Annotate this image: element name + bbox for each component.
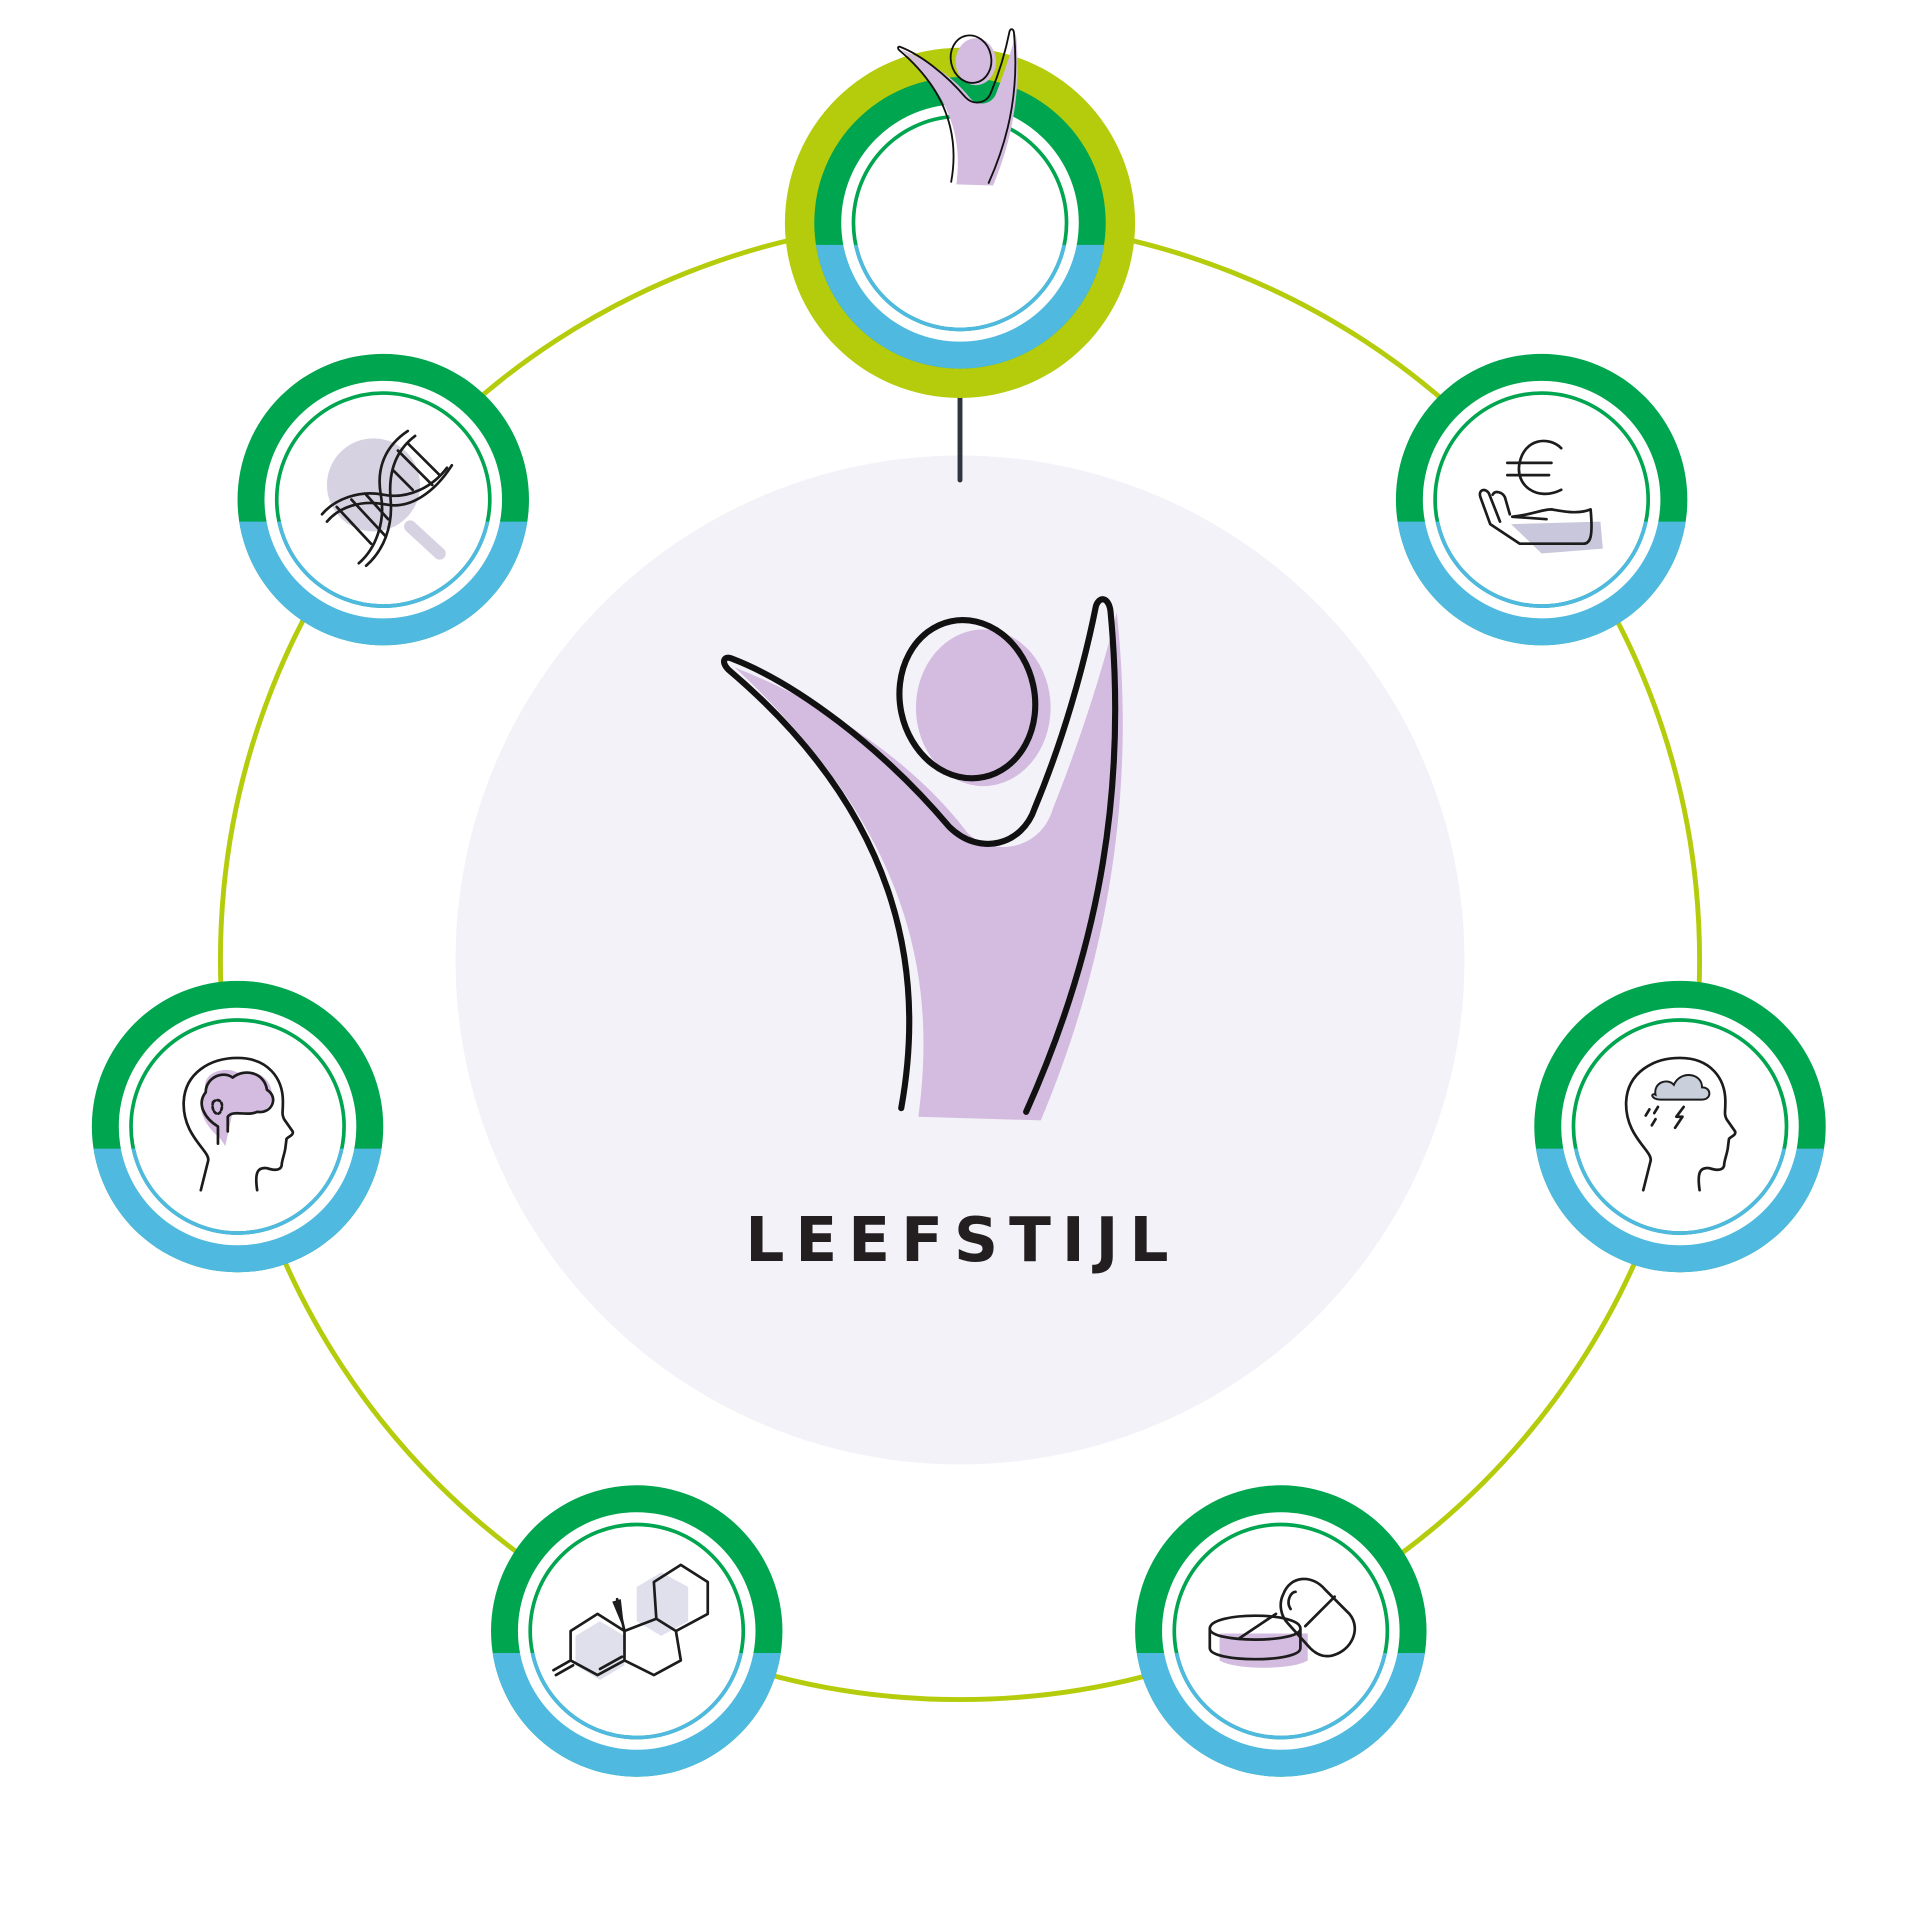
node-lifestyle[interactable]: [784, 28, 1136, 398]
head-brain-icon: [182, 1056, 295, 1192]
dna-search-icon: [320, 429, 454, 568]
node-genetics[interactable]: [238, 354, 529, 645]
node-finance[interactable]: [1396, 354, 1687, 645]
node-brain[interactable]: [92, 981, 383, 1272]
head-stress-cloud-icon: [1624, 1056, 1737, 1192]
pills-icon: [1208, 1577, 1356, 1668]
node-medication[interactable]: [1135, 1485, 1426, 1776]
money-hand-icon: [1478, 439, 1603, 554]
center-panel: LEEFSTIJL: [455, 364, 1465, 1465]
center-title: LEEFSTIJL: [745, 1205, 1179, 1276]
node-hormones[interactable]: [491, 1485, 782, 1776]
node-stress[interactable]: [1534, 981, 1825, 1272]
hormone-molecule-icon: [552, 1563, 710, 1680]
